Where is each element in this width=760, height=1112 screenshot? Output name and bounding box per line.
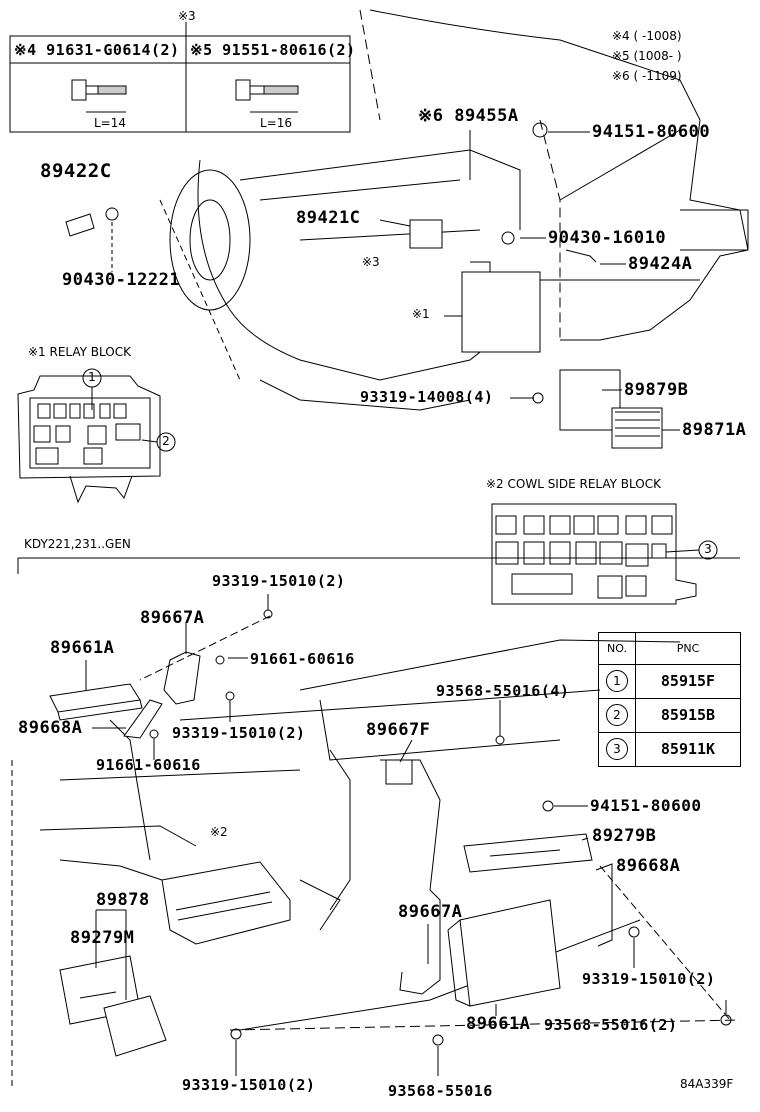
part-label-90430-16010[interactable]: 90430-16010 (548, 228, 667, 248)
part-label-93568-55016-2[interactable]: 93568-55016(2) (544, 1016, 678, 1034)
lower-components (49, 609, 732, 1057)
part-label-89424A[interactable]: 89424A (628, 254, 693, 274)
part-label-89421C[interactable]: 89421C (296, 208, 361, 228)
bolt-box-top-marker: ※3 (178, 9, 196, 23)
part-label-89668A-right[interactable]: 89668A (616, 856, 681, 876)
part-label-93568-55016-4[interactable]: 93568-55016(4) (436, 682, 570, 700)
part-label-91661-60616-a[interactable]: 91661-60616 (250, 650, 355, 668)
pnc-row: 2 85915B (598, 697, 741, 733)
part-label-89879B[interactable]: 89879B (624, 380, 689, 400)
note-4: ※4 ( -1008) (612, 29, 682, 43)
part-label-93568-55016[interactable]: 93568-55016 (388, 1082, 493, 1100)
pnc-header-pnc: PNC (635, 632, 741, 665)
marker-2: ※2 (210, 825, 228, 839)
part-label-93319-15010-a[interactable]: 93319-15010(2) (212, 572, 346, 590)
pnc-row-code[interactable]: 85911K (635, 731, 741, 768)
part-label-89279B[interactable]: 89279B (592, 826, 657, 846)
part-label-89668A-left[interactable]: 89668A (18, 718, 83, 738)
part-label-89667F[interactable]: 89667F (366, 720, 431, 740)
part-label-89422C[interactable]: 89422C (40, 160, 112, 182)
part-label-89455A[interactable]: ※6 89455A (418, 106, 519, 126)
part-label-89667A-bottom[interactable]: 89667A (398, 902, 463, 922)
engine-components (65, 122, 663, 449)
callout-3: 3 (704, 542, 712, 556)
figure-code: 84A339F (680, 1077, 734, 1091)
part-label-94151-80600-mid[interactable]: 94151-80600 (590, 796, 702, 815)
marker-1: ※1 (412, 307, 430, 321)
pnc-row-number: 2 (606, 704, 628, 727)
part-label-93319-14008[interactable]: 93319-14008(4) (360, 388, 494, 406)
model-applicability: KDY221,231..GEN (24, 537, 131, 551)
pnc-row: 3 85911K (598, 731, 741, 768)
pnc-row-number: 1 (606, 670, 628, 693)
bolt-part-left-label: ※4 91631-G0614(2) (14, 41, 180, 59)
dashboard-outline (11, 557, 741, 1090)
part-label-89667A-top[interactable]: 89667A (140, 608, 205, 628)
part-label-91661-60616-b[interactable]: 91661-60616 (96, 756, 201, 774)
part-label-93319-15010-c[interactable]: 93319-15010(2) (582, 970, 716, 988)
leader-lines-bottom (85, 594, 731, 1076)
pnc-table: NO. PNC 1 85915F 2 85915B 3 85911K (598, 632, 741, 768)
part-label-89279M[interactable]: 89279M (70, 928, 135, 948)
bolt-part-right-label: ※5 91551-80616(2) (190, 41, 356, 59)
cowl-relay-block (491, 503, 718, 605)
bolt-reference-box (9, 22, 351, 133)
pnc-header-no: NO. (598, 632, 636, 665)
note-6: ※6 ( -1109) (612, 69, 682, 83)
part-label-90430-12221[interactable]: 90430-12221 (62, 270, 181, 290)
bolt-left-length: L=14 (94, 116, 127, 130)
part-label-89871A[interactable]: 89871A (682, 420, 747, 440)
part-label-93319-15010-d[interactable]: 93319-15010(2) (182, 1076, 316, 1094)
part-label-89878[interactable]: 89878 (96, 890, 150, 910)
part-label-89661A-top[interactable]: 89661A (50, 638, 115, 658)
part-label-89661A-bottom[interactable]: 89661A (466, 1014, 531, 1034)
part-label-93319-15010-b[interactable]: 93319-15010(2) (172, 724, 306, 742)
pnc-row: 1 85915F (598, 663, 741, 699)
relay-block-1-title: ※1 RELAY BLOCK (28, 345, 131, 359)
engine-outline (159, 9, 749, 411)
pnc-row-number: 3 (606, 738, 628, 761)
pnc-row-code[interactable]: 85915F (635, 663, 741, 699)
note-5: ※5 (1008- ) (612, 49, 682, 63)
callout-2: 2 (162, 434, 170, 448)
leader-lines-top (111, 130, 680, 431)
bolt-right-length: L=16 (260, 116, 293, 130)
pnc-row-code[interactable]: 85915B (635, 697, 741, 733)
cowl-relay-block-title: ※2 COWL SIDE RELAY BLOCK (486, 477, 661, 491)
part-label-94151-80600-top[interactable]: 94151-80600 (592, 122, 711, 142)
relay-block-1 (17, 368, 176, 504)
marker-3: ※3 (362, 255, 380, 269)
callout-1: 1 (88, 370, 96, 384)
